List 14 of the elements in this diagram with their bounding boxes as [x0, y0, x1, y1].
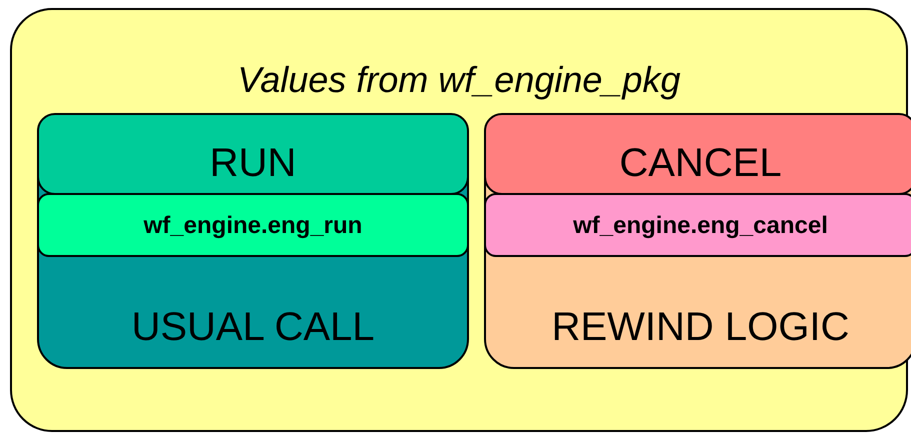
function-band — [484, 193, 911, 257]
title-text: Values from wf_engine_pkg — [236, 60, 682, 100]
group-panel — [484, 113, 911, 369]
label-text: CANCEL — [618, 141, 783, 185]
header-band — [484, 113, 911, 195]
function-band — [37, 193, 469, 257]
label-text: USUAL CALL — [130, 305, 376, 349]
outer-panel — [10, 8, 908, 432]
label-text: RUN — [208, 141, 298, 185]
label-text: wf_engine.eng_cancel — [572, 213, 829, 240]
label-text: REWIND LOGIC — [550, 305, 850, 349]
header-band — [37, 113, 469, 195]
group-panel — [37, 113, 469, 369]
label-text: wf_engine.eng_run — [142, 213, 364, 240]
